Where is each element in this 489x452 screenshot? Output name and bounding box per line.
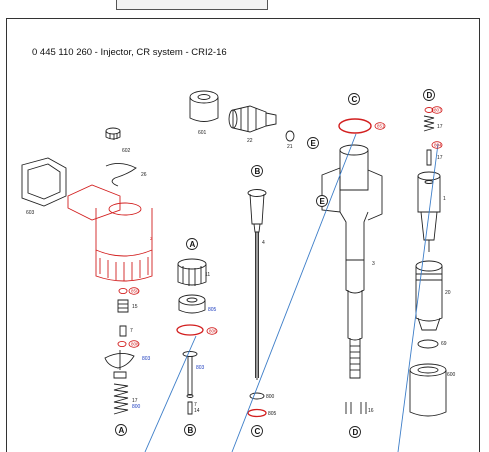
callout-e-top-circle <box>307 137 319 149</box>
tag-label-807: 807 <box>434 108 442 113</box>
callout-a-top-circle <box>186 238 198 250</box>
solenoid-body-part <box>67 184 153 282</box>
part-label-805-c: 805 <box>268 411 277 417</box>
connector-cap-part <box>21 157 67 207</box>
part-label-805: 805 <box>208 307 217 313</box>
diagram-title: 0 445 110 260 - Injector, CR system - CR… <box>32 47 227 58</box>
leader-lines <box>144 133 439 452</box>
callout-d-bottom-letter: D <box>353 428 359 437</box>
callout-e-side-circle <box>316 195 328 207</box>
part-label-601: 601 <box>198 130 207 136</box>
nozzle-nut-20-part <box>415 260 443 331</box>
shim-806-part <box>424 107 434 113</box>
valve-nut-part <box>177 258 207 314</box>
leader-line-body-seal <box>231 133 357 452</box>
washer-69-part <box>417 339 439 349</box>
protection-cap-600-part <box>409 363 447 417</box>
part-label-16: 16 <box>368 408 374 414</box>
valve-seal-ring-part <box>176 324 204 336</box>
fitting-22-part <box>228 105 277 133</box>
callout-c-top-letter: C <box>352 95 358 104</box>
spring-clip-part <box>105 163 137 187</box>
part-label-17-right: 17 <box>437 124 443 130</box>
tag-label-804: 804 <box>434 143 442 148</box>
callout-b-top-circle <box>251 165 263 177</box>
part-label-17: 17 <box>132 398 138 404</box>
callout-b-bottom-circle <box>184 424 196 436</box>
washer-21-part <box>285 130 295 142</box>
part-label-602: 602 <box>122 148 131 154</box>
callout-a-circle <box>115 424 127 436</box>
part-label-69: 69 <box>441 341 447 347</box>
seal-ring-800-part <box>249 392 265 400</box>
part-label-17-pin: 17 <box>437 155 443 161</box>
pressure-pin-part <box>426 149 432 166</box>
return-spring-part <box>113 383 129 415</box>
part-label-803-b: 803 <box>196 365 205 371</box>
callout-c-bottom-letter: C <box>255 427 261 436</box>
part-label-803: 803 <box>142 356 151 362</box>
adjust-knob-part <box>105 127 121 140</box>
part-label-4: 4 <box>262 240 265 246</box>
callout-e-side-letter: E <box>320 197 326 206</box>
part-label-26: 26 <box>141 172 147 178</box>
armature-small-parts <box>104 287 135 379</box>
part-label-11: 11 <box>205 272 210 278</box>
valve-piston-part <box>182 351 198 415</box>
valve-pin-4-part <box>247 189 267 380</box>
high-pressure-seal-part <box>338 118 372 134</box>
callout-c-bottom-circle <box>251 425 263 437</box>
seal-ring-805-part <box>247 408 267 418</box>
callout-c-top-circle <box>348 93 360 105</box>
callout-b-bottom-letter: B <box>188 426 194 435</box>
part-label-20: 20 <box>445 290 451 296</box>
top-tab-strip[interactable] <box>116 0 268 10</box>
tag-label-851: 851 <box>377 124 385 129</box>
callout-b-top-letter: B <box>255 167 261 176</box>
part-label-97: 7 <box>130 328 133 334</box>
callout-a-letter: A <box>119 426 125 435</box>
part-label-603: 603 <box>26 210 35 216</box>
drawing-frame <box>6 18 480 452</box>
part-label-7: 7 <box>194 402 197 408</box>
part-label-1: 1 <box>443 196 446 202</box>
highlight-tags <box>128 106 443 348</box>
part-label-2: 2 <box>150 236 153 241</box>
part-label-3: 3 <box>372 261 375 267</box>
callout-d-top-circle <box>423 89 435 101</box>
tag-label-850: 850 <box>131 289 139 294</box>
part-label-800: 800 <box>266 394 275 400</box>
part-label-15: 15 <box>132 304 138 310</box>
callout-d-bottom-circle <box>349 426 361 438</box>
callout-a-top-letter: A <box>190 240 196 249</box>
leader-line-nozzle <box>397 143 439 452</box>
leader-line-valve <box>144 335 197 452</box>
part-label-800-left: 800 <box>132 404 141 410</box>
nozzle-spring-part <box>423 115 435 132</box>
part-label-14: 14 <box>194 408 200 414</box>
part-label-600: 600 <box>447 372 456 378</box>
callout-e-top-letter: E <box>311 139 317 148</box>
cap-nut-601-part <box>189 90 219 122</box>
tag-label-808: 808 <box>131 342 139 347</box>
tag-label-806: 806 <box>209 329 217 334</box>
pins-16-part <box>345 402 367 414</box>
part-label-21: 21 <box>287 144 293 150</box>
part-label-22: 22 <box>247 138 253 144</box>
callout-d-top-letter: D <box>427 91 433 100</box>
